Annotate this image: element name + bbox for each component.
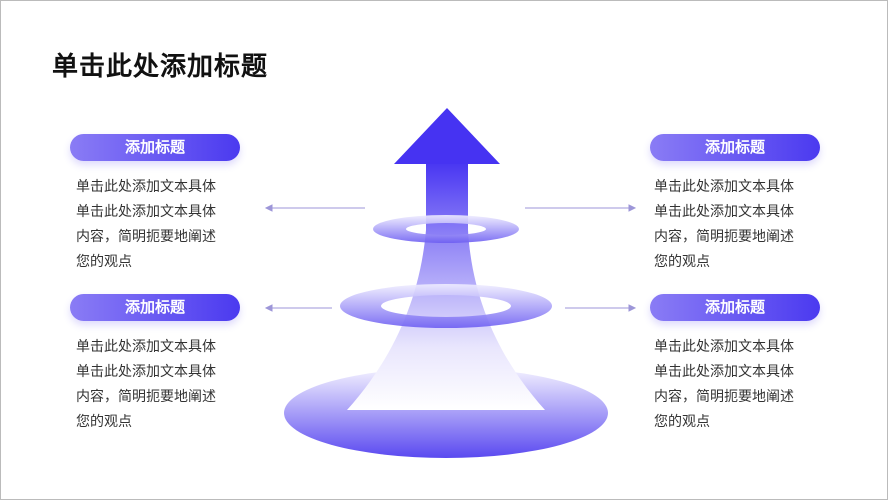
text-line: 单击此处添加文本具体 — [76, 364, 216, 380]
arrowhead-icon — [264, 304, 273, 312]
body-text-right-top[interactable]: 单击此处添加文本具体 单击此处添加文本具体 内容，简明扼要地阐述 您的观点 — [654, 175, 834, 275]
text-line: 单击此处添加文本具体 — [654, 364, 794, 380]
text-line: 您的观点 — [76, 414, 132, 430]
text-line: 您的观点 — [76, 254, 132, 270]
text-line: 内容，简明扼要地阐述 — [654, 389, 794, 405]
text-line: 您的观点 — [654, 254, 710, 270]
body-text-left-top[interactable]: 单击此处添加文本具体 单击此处添加文本具体 内容，简明扼要地阐述 您的观点 — [76, 175, 256, 275]
text-line: 单击此处添加文本具体 — [654, 339, 794, 355]
heading-pill-right-top[interactable]: 添加标题 — [650, 134, 820, 161]
arrowhead-icon — [264, 204, 273, 212]
text-line: 内容，简明扼要地阐述 — [76, 389, 216, 405]
arrowhead-icon — [628, 204, 637, 212]
arrow-head — [394, 108, 500, 164]
ring-upper — [373, 215, 519, 243]
text-line: 内容，简明扼要地阐述 — [76, 229, 216, 245]
text-line: 单击此处添加文本具体 — [654, 179, 794, 195]
text-line: 单击此处添加文本具体 — [76, 339, 216, 355]
text-line: 您的观点 — [654, 414, 710, 430]
body-text-right-bottom[interactable]: 单击此处添加文本具体 单击此处添加文本具体 内容，简明扼要地阐述 您的观点 — [654, 335, 834, 435]
text-line: 单击此处添加文本具体 — [76, 179, 216, 195]
text-line: 单击此处添加文本具体 — [76, 204, 216, 220]
text-line: 单击此处添加文本具体 — [654, 204, 794, 220]
heading-pill-right-bottom[interactable]: 添加标题 — [650, 294, 820, 321]
body-text-left-bottom[interactable]: 单击此处添加文本具体 单击此处添加文本具体 内容，简明扼要地阐述 您的观点 — [76, 335, 256, 435]
heading-pill-left-top[interactable]: 添加标题 — [70, 134, 240, 161]
ring-lower — [340, 284, 552, 328]
text-line: 内容，简明扼要地阐述 — [654, 229, 794, 245]
slide-title[interactable]: 单击此处添加标题 — [52, 52, 269, 82]
heading-pill-left-bottom[interactable]: 添加标题 — [70, 294, 240, 321]
arrowhead-icon — [628, 304, 637, 312]
